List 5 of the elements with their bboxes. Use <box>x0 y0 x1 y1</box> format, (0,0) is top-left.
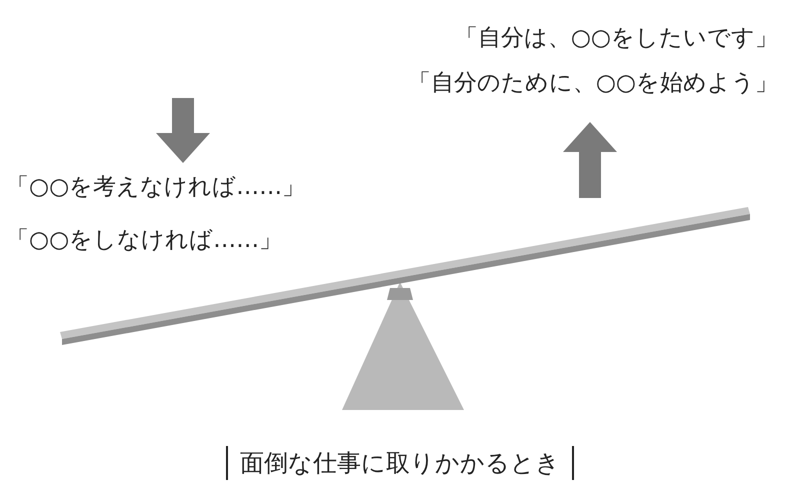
thought-text: 「自分は、○○をしたいです」 <box>454 24 778 53</box>
caption-text: 面倒な仕事に取りかかるとき <box>226 446 574 480</box>
thought-text: 「○○を考えなければ……」 <box>6 173 306 202</box>
thought-text: 「○○をしなければ……」 <box>6 226 282 255</box>
thought-text: 「自分のために、○○を始めよう」 <box>408 69 778 98</box>
